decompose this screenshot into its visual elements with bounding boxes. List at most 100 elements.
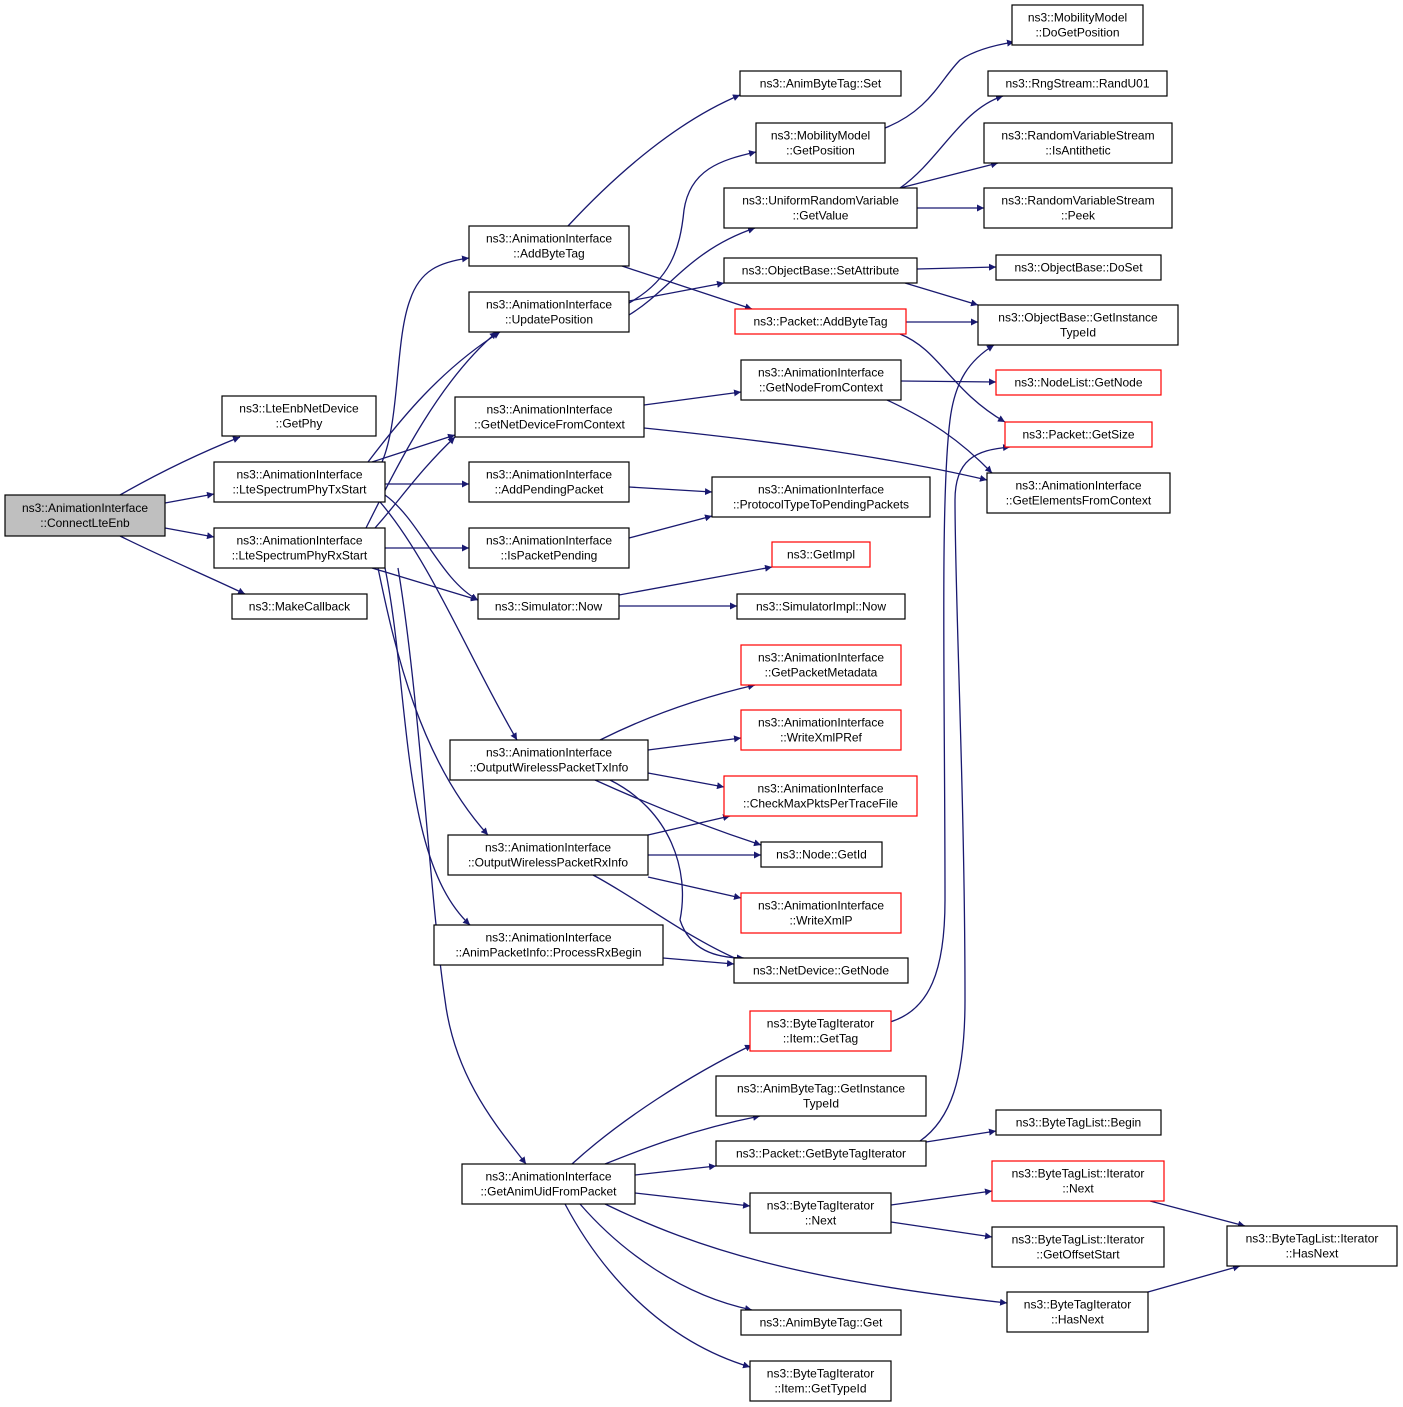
- node-isAntithetic[interactable]: ns3::RandomVariableStream::IsAntithetic: [983, 122, 1173, 164]
- call-edge-getNodeFromContext-to-getElementsFromContext: [886, 399, 993, 474]
- node-processRxBegin[interactable]: ns3::AnimationInterface::AnimPacketInfo:…: [433, 924, 664, 966]
- call-edge-getAnimUidFromPacket-to-byteTagIteratorHasNext: [604, 1203, 1008, 1306]
- call-edge-outputTxInfo-to-getPacketMetadata: [599, 683, 756, 741]
- node-label: TypeId: [1060, 326, 1096, 340]
- node-byteTagIteratorHasNext[interactable]: ns3::ByteTagIterator::HasNext: [1006, 1291, 1149, 1333]
- node-getAnimUidFromPacket[interactable]: ns3::AnimationInterface::GetAnimUidFromP…: [461, 1163, 636, 1205]
- call-edge-outputRxInfo-to-checkMaxPkts: [647, 814, 731, 836]
- call-edge-getNetDeviceFromContext-to-getNodeFromContext: [643, 389, 742, 406]
- node-label: ::Item::GetTypeId: [774, 1382, 866, 1396]
- node-label: ns3::ByteTagIterator: [767, 1017, 874, 1031]
- node-getNodeFromContext[interactable]: ns3::AnimationInterface::GetNodeFromCont…: [740, 359, 902, 401]
- node-itemGetTag[interactable]: ns3::ByteTagIterator::Item::GetTag: [749, 1010, 892, 1052]
- node-getPacketMetadata[interactable]: ns3::AnimationInterface::GetPacketMetada…: [740, 644, 902, 686]
- node-animByteTagSet[interactable]: ns3::AnimByteTag::Set: [739, 70, 902, 97]
- node-label: ns3::AnimationInterface: [1015, 479, 1141, 493]
- node-label: ::WriteXmlP: [789, 914, 852, 928]
- call-edge-byteTagIteratorNext-to-getOffsetStart: [890, 1221, 993, 1240]
- node-randU01[interactable]: ns3::RngStream::RandU01: [987, 70, 1168, 97]
- node-box: [1226, 1225, 1398, 1267]
- node-mobilityGetPosition[interactable]: ns3::MobilityModel::GetPosition: [755, 122, 886, 164]
- node-label: ::GetValue: [793, 209, 849, 223]
- node-writeXmlPRef[interactable]: ns3::AnimationInterface::WriteXmlPRef: [740, 709, 902, 751]
- node-simulatorImplNow[interactable]: ns3::SimulatorImpl::Now: [736, 593, 906, 620]
- node-getByteTagIterator[interactable]: ns3::Packet::GetByteTagIterator: [715, 1140, 927, 1167]
- node-getElementsFromContext[interactable]: ns3::AnimationInterface::GetElementsFrom…: [986, 472, 1171, 514]
- node-animByteTagGet[interactable]: ns3::AnimByteTag::Get: [740, 1309, 902, 1336]
- call-edge-connectLteEnb-to-rxStart: [164, 527, 215, 540]
- node-box: [740, 359, 902, 401]
- node-label: ns3::NetDevice::GetNode: [753, 964, 889, 978]
- node-addPendingPacket[interactable]: ns3::AnimationInterface::AddPendingPacke…: [468, 461, 630, 503]
- node-box: [454, 396, 645, 438]
- node-label: ::LteSpectrumPhyRxStart: [232, 549, 368, 563]
- call-edge-outputRxInfo-to-writeXmlP: [647, 876, 742, 900]
- node-byteTagListIterHasNext[interactable]: ns3::ByteTagList::Iterator::HasNext: [1226, 1225, 1398, 1267]
- node-box: [711, 476, 931, 518]
- call-edge-getAnimUidFromPacket-to-byteTagIteratorNext: [634, 1192, 751, 1209]
- node-outputRxInfo[interactable]: ns3::AnimationInterface::OutputWirelessP…: [447, 834, 649, 876]
- node-protocolTypeToPending[interactable]: ns3::AnimationInterface::ProtocolTypeToP…: [711, 476, 931, 518]
- node-getPhy[interactable]: ns3::LteEnbNetDevice::GetPhy: [221, 395, 377, 437]
- node-label: ::AddPendingPacket: [495, 483, 604, 497]
- node-getNetDeviceFromContext[interactable]: ns3::AnimationInterface::GetNetDeviceFro…: [454, 396, 645, 438]
- node-box: [733, 957, 909, 984]
- node-nodeGetId[interactable]: ns3::Node::GetId: [760, 841, 883, 868]
- node-uniformGetValue[interactable]: ns3::UniformRandomVariable::GetValue: [723, 187, 918, 229]
- node-label: ns3::GetImpl: [787, 548, 855, 562]
- node-label: ::AddByteTag: [513, 247, 584, 261]
- node-netDeviceGetNode[interactable]: ns3::NetDevice::GetNode: [733, 957, 909, 984]
- node-writeXmlP[interactable]: ns3::AnimationInterface::WriteXmlP: [740, 892, 902, 934]
- node-label: ns3::AnimationInterface: [758, 716, 884, 730]
- node-peek[interactable]: ns3::RandomVariableStream::Peek: [983, 187, 1173, 229]
- node-box: [740, 644, 902, 686]
- node-label: ns3::AnimByteTag::Set: [760, 77, 882, 91]
- node-box: [213, 527, 386, 569]
- node-simulatorNow[interactable]: ns3::Simulator::Now: [477, 593, 620, 620]
- node-box: [231, 593, 368, 620]
- node-addByteTag[interactable]: ns3::AnimationInterface::AddByteTag: [468, 225, 630, 267]
- node-box: [749, 1192, 892, 1234]
- node-label: ::HasNext: [1051, 1313, 1104, 1327]
- node-label: ns3::RngStream::RandU01: [1005, 77, 1149, 91]
- node-itemGetTypeId[interactable]: ns3::ByteTagIterator::Item::GetTypeId: [749, 1360, 892, 1402]
- node-checkMaxPkts[interactable]: ns3::AnimationInterface::CheckMaxPktsPer…: [723, 775, 918, 817]
- node-packetGetSize[interactable]: ns3::Packet::GetSize: [1004, 421, 1153, 448]
- node-updatePosition[interactable]: ns3::AnimationInterface::UpdatePosition: [468, 291, 630, 333]
- node-label: ns3::ObjectBase::DoSet: [1014, 261, 1143, 275]
- node-box: [4, 494, 166, 537]
- node-connectLteEnb[interactable]: ns3::AnimationInterface::ConnectLteEnb: [4, 494, 166, 537]
- node-box: [986, 472, 1171, 514]
- node-getImpl[interactable]: ns3::GetImpl: [771, 541, 871, 568]
- call-edge-updatePosition-to-uniformGetValue: [628, 226, 756, 316]
- node-nodeListGetNode[interactable]: ns3::NodeList::GetNode: [995, 369, 1162, 396]
- node-getOffsetStart[interactable]: ns3::ByteTagList::Iterator::GetOffsetSta…: [991, 1226, 1165, 1268]
- node-box: [221, 395, 377, 437]
- node-label: ::GetNetDeviceFromContext: [474, 418, 625, 432]
- node-mobilityDoGetPosition[interactable]: ns3::MobilityModel::DoGetPosition: [1011, 4, 1144, 46]
- node-byteTagListBegin[interactable]: ns3::ByteTagList::Begin: [995, 1109, 1162, 1136]
- node-box: [723, 775, 918, 817]
- node-makeCallback[interactable]: ns3::MakeCallback: [231, 593, 368, 620]
- node-label: ns3::AnimationInterface: [486, 232, 612, 246]
- node-byteTagListIterNext[interactable]: ns3::ByteTagList::Iterator::Next: [991, 1160, 1165, 1202]
- call-edge-byteTagIteratorHasNext-to-byteTagListIterHasNext: [1147, 1264, 1241, 1293]
- node-label: ns3::Simulator::Now: [495, 600, 603, 614]
- node-box: [736, 593, 906, 620]
- node-setAttribute[interactable]: ns3::ObjectBase::SetAttribute: [723, 257, 918, 284]
- call-edge-addByteTag-to-packetAddByteTag: [621, 265, 753, 311]
- node-label: ns3::AnimationInterface: [757, 782, 883, 796]
- node-doSet[interactable]: ns3::ObjectBase::DoSet: [995, 254, 1162, 281]
- node-rxStart[interactable]: ns3::AnimationInterface::LteSpectrumPhyR…: [213, 527, 386, 569]
- node-label: ns3::AnimationInterface: [486, 298, 612, 312]
- node-label: ::ProtocolTypeToPendingPackets: [733, 498, 909, 512]
- node-byteTagIteratorNext[interactable]: ns3::ByteTagIterator::Next: [749, 1192, 892, 1234]
- node-packetAddByteTag[interactable]: ns3::Packet::AddByteTag: [734, 308, 907, 335]
- call-edge-outputRxInfo-to-netDeviceGetNode: [592, 874, 745, 963]
- node-isPacketPending[interactable]: ns3::AnimationInterface::IsPacketPending: [468, 527, 630, 569]
- node-label: ns3::AnimationInterface: [236, 468, 362, 482]
- node-outputTxInfo[interactable]: ns3::AnimationInterface::OutputWirelessP…: [449, 739, 649, 781]
- node-txStart[interactable]: ns3::AnimationInterface::LteSpectrumPhyT…: [213, 461, 386, 503]
